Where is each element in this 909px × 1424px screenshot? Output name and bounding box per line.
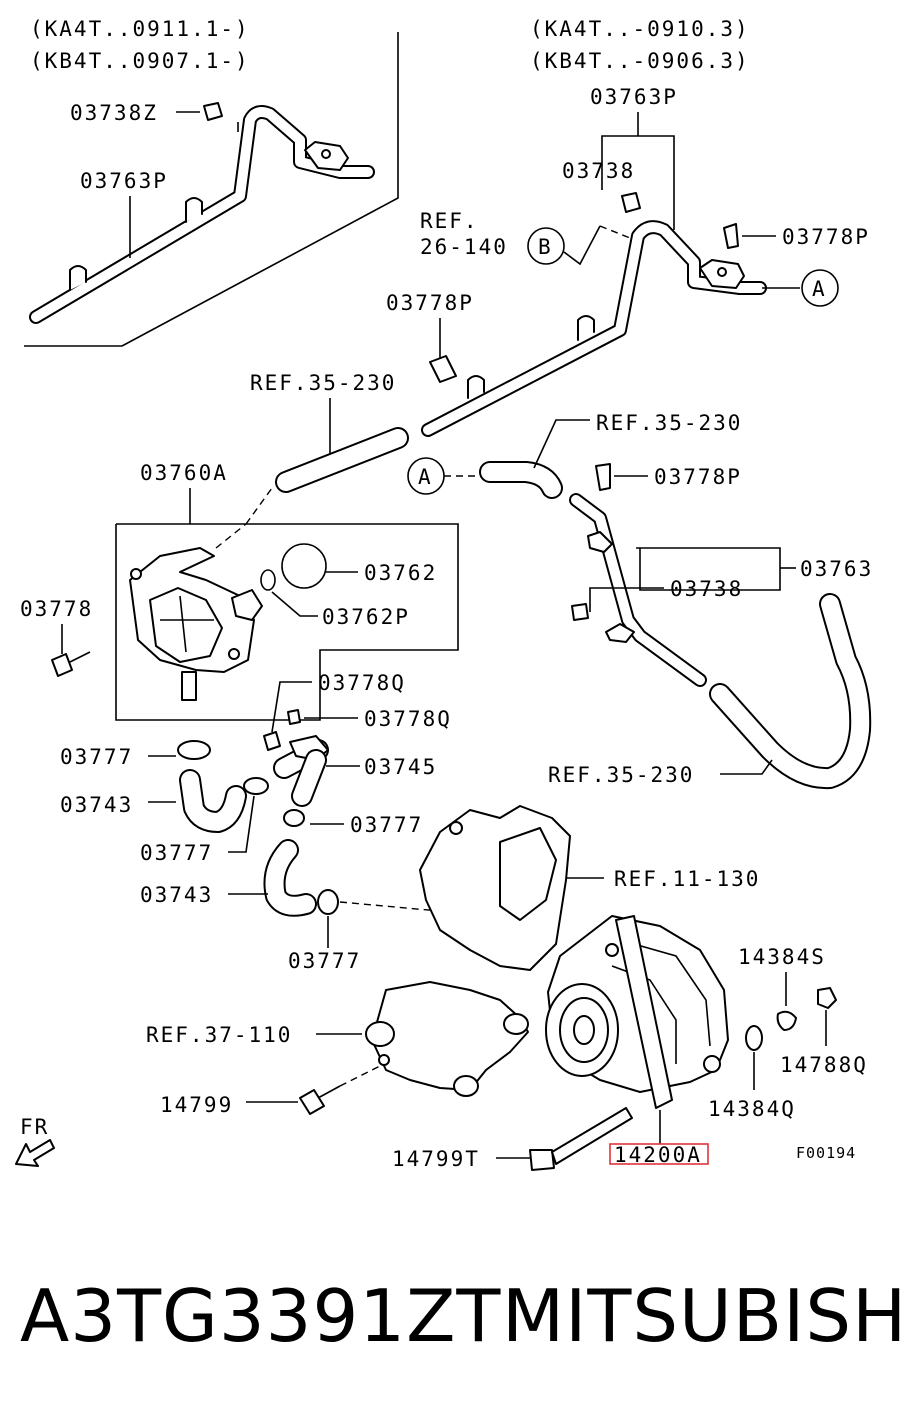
part-label-03745: 03745 [364,755,437,779]
part-label-03762p: 03762P [322,605,410,629]
ref-label-35-230-c: REF.35-230 [548,763,694,787]
highlight-box [609,1143,709,1165]
part-label-03778p-right: 03778P [654,465,742,489]
part-label-03778q-b: 03778Q [364,707,452,731]
bolt-03778: 03778 [20,597,93,677]
vacuum-pipe-group-top: (KA4T..-0910.3) (KB4T..-0906.3) 03763P 0… [386,17,870,437]
part-label-14799: 14799 [160,1093,233,1117]
ref-label-26-line1: REF. [420,209,479,233]
vacuum-tube-group-right: 03763 03738 REF.35-230 [548,493,873,790]
bolt-group-bottom: 14799 14799T [160,1065,633,1171]
part-label-03763p-top: 03763P [590,85,678,109]
variant-label-new-a: (KA4T..0911.1-) [30,17,250,41]
part-label-03738z: 03738Z [70,101,158,125]
variant-label-new-b: (KB4T..0907.1-) [30,49,250,73]
vacuum-pump-box: 03760A 03762 03762P [115,461,459,721]
part-number: A3TG3391ZT [20,1274,502,1358]
fr-label: FR [20,1115,49,1139]
part-label-03778p-top-right: 03778P [782,225,870,249]
part-label-03778p-mid: 03778P [386,291,474,315]
part-label-03763: 03763 [800,557,873,581]
orientation-marker: FR [15,1115,55,1167]
ref-label-35-230-a: REF.35-230 [250,371,396,395]
part-label-14799t: 14799T [392,1147,480,1171]
front-arrow-icon [15,1139,55,1167]
part-label-14200a: 14200A [614,1143,702,1167]
part-label-03778: 03778 [20,597,93,621]
engine-block-ref: REF.11-130 [419,805,760,971]
figure-code: F00194 [796,1144,856,1162]
part-label-03762: 03762 [364,561,437,585]
fastener-group-right: 14384S 14788Q 14384Q [708,945,868,1121]
part-label-14788q: 14788Q [780,1053,868,1077]
part-label-03743-a: 03743 [60,793,133,817]
alternator: 14200A [545,915,729,1167]
ref-label-35-230-b: REF.35-230 [596,411,742,435]
part-label-03778q-a: 03778Q [318,671,406,695]
part-label-14384s: 14384S [738,945,826,969]
callout-b: B [538,235,553,259]
inset-panel: (KA4T..0911.1-) (KB4T..0907.1-) 03738Z 0… [24,17,399,347]
brand-name: MITSUBISHI [502,1274,909,1358]
part-label-14384q: 14384Q [708,1097,796,1121]
footer-banner: A3TG3391ZT MITSUBISHI [0,1268,909,1378]
part-label-03777-c: 03777 [350,813,423,837]
ref-label-37-110: REF.37-110 [146,1023,292,1047]
bracket-ref: REF.37-110 [146,981,529,1097]
ref-label-26-line2: 26-140 [420,235,508,259]
part-label-03743-b: 03743 [140,883,213,907]
ref-label-11-130: REF.11-130 [614,867,760,891]
hose-group-middle: REF.35-230 A REF.35-230 03778P [250,371,742,499]
hose-clamp-group: 03778Q 03778Q 03745 03777 03743 03777 03… [60,671,452,973]
part-label-03777-a: 03777 [60,745,133,769]
part-label-03777-b: 03777 [140,841,213,865]
variant-label-old-b: (KB4T..-0906.3) [530,49,750,73]
part-label-03760a: 03760A [140,461,228,485]
variant-label-old-a: (KA4T..-0910.3) [530,17,750,41]
part-label-03738-mid: 03738 [670,577,743,601]
part-label-03738-top: 03738 [562,159,635,183]
callout-a-left: A [418,465,433,489]
part-label-03777-d: 03777 [288,949,361,973]
callout-a-right: A [812,277,827,301]
part-label-03763p-left: 03763P [80,169,168,193]
